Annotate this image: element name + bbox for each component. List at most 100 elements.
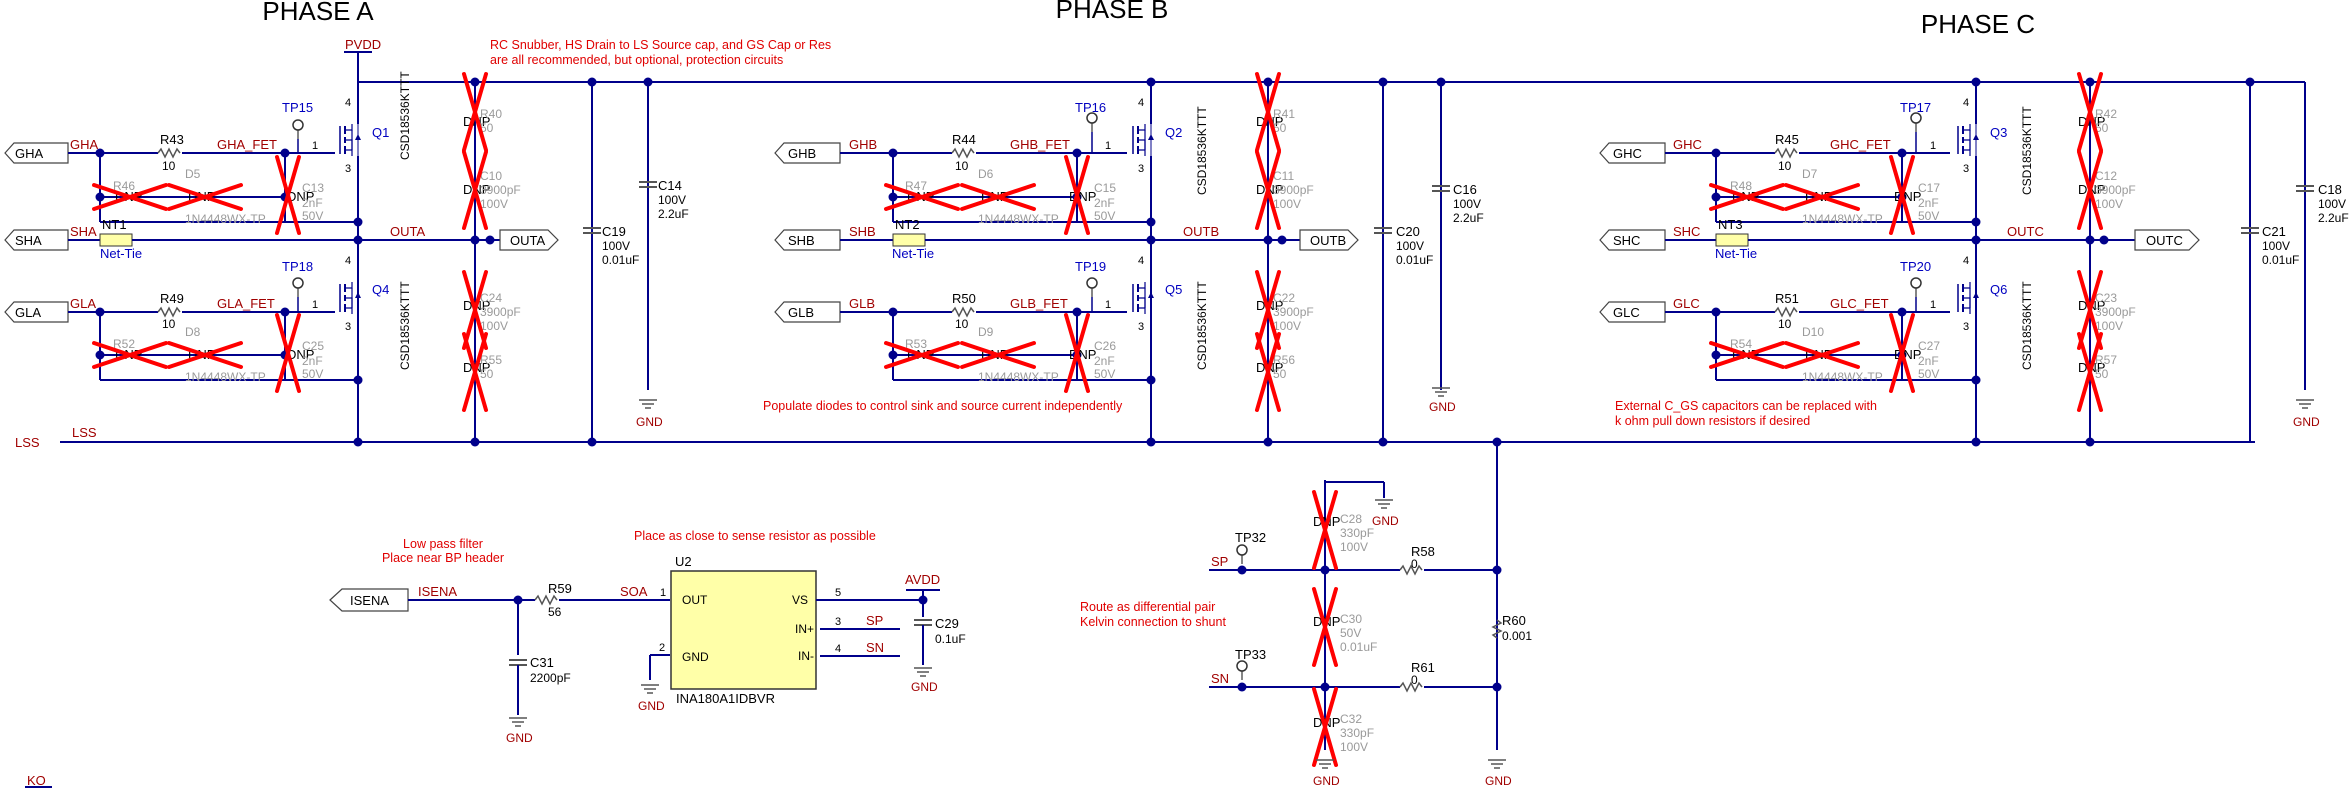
- d6-val: 1N4448WX-TP: [978, 212, 1059, 226]
- pvdd-label: PVDD: [345, 37, 381, 52]
- c22-ref: C22: [1273, 291, 1295, 305]
- ghb-net-label: GHB: [849, 137, 877, 152]
- glc-fet-label: GLC_FET: [1830, 296, 1889, 311]
- nt2-val: Net-Tie: [892, 246, 934, 261]
- gha-net-label: GHA: [70, 137, 99, 152]
- c10-val: 3900pF: [480, 183, 521, 197]
- tp16-testpoint[interactable]: [1086, 112, 1098, 133]
- gnd-symbol-c31: [508, 717, 528, 727]
- c26-val: 2nF: [1094, 354, 1115, 368]
- outa-port[interactable]: [499, 229, 559, 251]
- c29-capacitor: [913, 619, 933, 626]
- sha-net-label: SHA: [70, 224, 97, 239]
- q3-pin4: 4: [1963, 97, 1969, 109]
- tp17-ref: TP17: [1900, 100, 1931, 115]
- sha-port-label: SHA: [15, 233, 42, 248]
- c28-ref: C28: [1340, 512, 1362, 526]
- r45-val: 10: [1778, 159, 1792, 173]
- c20-ref: C20: [1396, 224, 1420, 239]
- r50-val: 10: [955, 317, 969, 331]
- tp18-testpoint[interactable]: [292, 277, 304, 298]
- c15-val: 2nF: [1094, 196, 1115, 210]
- shunt-section: R60 0.001 GND SP R58 0 TP32 SN R61 0 TP3…: [1209, 437, 1532, 788]
- c27-volt: 50V: [1918, 367, 1939, 381]
- r50-ref: R50: [952, 291, 976, 306]
- c20-val: 0.01uF: [1396, 253, 1433, 267]
- phase-b-block: GHB GHB R44 10 GHB_FET 1 TP16 Q2 4 3 CSD…: [774, 72, 1484, 447]
- c20-volt: 100V: [1396, 239, 1424, 253]
- c14-volt: 100V: [658, 193, 686, 207]
- nt3-nettie: [1715, 233, 1749, 247]
- r49-ref: R49: [160, 291, 184, 306]
- note-cgs-1: External C_GS capacitors can be replaced…: [1615, 399, 1877, 413]
- c16-val: 2.2uF: [1453, 211, 1484, 225]
- q4-ref: Q4: [372, 282, 389, 297]
- outc-port[interactable]: [2134, 229, 2200, 251]
- tp17-testpoint[interactable]: [1910, 112, 1922, 133]
- r61-ref: R61: [1411, 660, 1435, 675]
- outb-port[interactable]: [1299, 229, 1359, 251]
- tp32-ref: TP32: [1235, 530, 1266, 545]
- gnd-label-c32: GND: [1313, 774, 1340, 788]
- c23-ref: C23: [2095, 291, 2117, 305]
- d5-ref: D5: [185, 167, 201, 181]
- shb-port-label: SHB: [788, 233, 815, 248]
- c11-val: 3900pF: [1273, 183, 1314, 197]
- gnd-label-c31: GND: [506, 731, 533, 745]
- gla-fet-label: GLA_FET: [217, 296, 275, 311]
- note-cgs-2: k ohm pull down resistors if desired: [1615, 414, 1810, 428]
- isena-port-label: ISENA: [350, 593, 389, 608]
- r47-ref: R47: [905, 179, 927, 193]
- c19-ref: C19: [602, 224, 626, 239]
- tp15-testpoint[interactable]: [292, 119, 304, 140]
- avdd-label: AVDD: [905, 572, 940, 587]
- isena-net-label: ISENA: [418, 584, 457, 599]
- c28-volt: 100V: [1340, 540, 1368, 554]
- u2-pin4: 4: [835, 643, 841, 655]
- tp32-testpoint[interactable]: [1236, 544, 1248, 565]
- r42-ref: R42: [2095, 107, 2117, 121]
- r56-val: 50: [1273, 367, 1287, 381]
- q5-pin3: 3: [1138, 321, 1144, 333]
- sp-u2-label: SP: [866, 613, 883, 628]
- c29-val: 0.1uF: [935, 632, 966, 646]
- tp19-testpoint[interactable]: [1086, 277, 1098, 298]
- r53-ref: R53: [905, 337, 927, 351]
- r52-ref: R52: [113, 337, 135, 351]
- r50-resistor: [951, 307, 975, 317]
- tp33-testpoint[interactable]: [1236, 660, 1248, 681]
- u2-pin-out: OUT: [682, 593, 708, 607]
- tp15-ref: TP15: [282, 100, 313, 115]
- r56-ref: R56: [1273, 353, 1295, 367]
- c15-ref: C15: [1094, 181, 1116, 195]
- r46-ref: R46: [113, 179, 135, 193]
- ghc-fet-label: GHC_FET: [1830, 137, 1891, 152]
- u2-ina180-chip: [670, 570, 817, 690]
- c22-volt: 100V: [1273, 319, 1301, 333]
- c32-ref: C32: [1340, 712, 1362, 726]
- gnd-label-c16: GND: [1429, 400, 1456, 414]
- gnd-label-c14: GND: [636, 415, 663, 429]
- c17-volt: 50V: [1918, 209, 1939, 223]
- ghb-fet-label: GHB_FET: [1010, 137, 1070, 152]
- nt3-val: Net-Tie: [1715, 246, 1757, 261]
- gnd-label-c18: GND: [2293, 415, 2320, 429]
- gnd-symbol-c29: [913, 667, 933, 677]
- outc-port-label: OUTC: [2146, 233, 2183, 248]
- c18-ref: C18: [2318, 182, 2342, 197]
- c24-ref: C24: [480, 291, 502, 305]
- lss-left-label: LSS: [15, 435, 40, 450]
- gnd-symbol-c32: [1315, 759, 1335, 769]
- ko-label: KO: [27, 773, 46, 788]
- c25-ref: C25: [302, 339, 324, 353]
- c29-ref: C29: [935, 616, 959, 631]
- q3-pin1: 1: [1930, 140, 1936, 152]
- tp20-testpoint[interactable]: [1910, 277, 1922, 298]
- c30-ref: C30: [1340, 612, 1362, 626]
- u2-pin-inn: IN-: [798, 649, 814, 663]
- note-lowpass-2: Place near BP header: [382, 551, 504, 565]
- sn-u2-label: SN: [866, 640, 884, 655]
- d6-ref: D6: [978, 167, 994, 181]
- u2-part: INA180A1IDBVR: [676, 691, 775, 706]
